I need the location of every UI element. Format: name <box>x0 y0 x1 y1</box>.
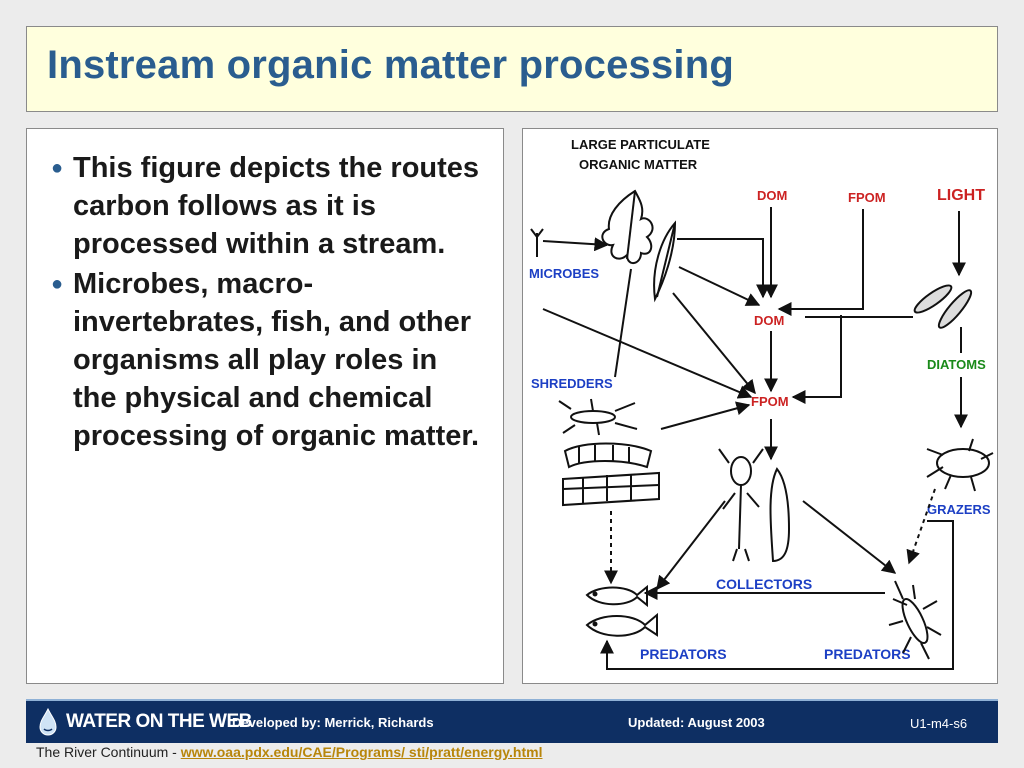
grazers-label: GRAZERS <box>927 502 991 517</box>
logo-text: WATER ON THE WEB <box>66 711 252 732</box>
dom-top-label: DOM <box>757 188 787 203</box>
shredder-insect-icon <box>558 398 660 507</box>
collectors-label: COLLECTORS <box>716 576 812 592</box>
fish-icon <box>585 584 658 637</box>
footer-bar: WATER ON THE WEB Developed by: Merrick, … <box>26 699 998 743</box>
shredders-label: SHREDDERS <box>531 376 613 391</box>
bullet-text-box: ● This figure depicts the routes carbon f… <box>26 128 504 684</box>
grazer-insect-icon <box>926 438 994 492</box>
lpom-label-line1: LARGE PARTICULATE <box>571 137 710 152</box>
source-link[interactable]: www.oaa.pdx.edu/CAE/Programs/ sti/pratt/… <box>180 744 543 760</box>
title-box: Instream organic matter processing <box>26 26 998 112</box>
bullet-text: This figure depicts the routes carbon fo… <box>73 152 480 260</box>
fpom-mid-label: FPOM <box>751 394 789 409</box>
flow-arrows <box>542 207 968 670</box>
light-label: LIGHT <box>937 187 985 204</box>
bullet-item: ● This figure depicts the routes carbon f… <box>49 149 485 263</box>
fpom-top-label: FPOM <box>848 190 886 205</box>
updated-text: Updated: August 2003 <box>628 715 765 730</box>
source-citation: The River Continuum - www.oaa.pdx.edu/CA… <box>36 744 542 760</box>
microbes-label: MICROBES <box>529 266 599 281</box>
slide-id-text: U1-m4-s6 <box>910 716 968 731</box>
water-drop-logo-icon <box>39 707 57 736</box>
diatoms-label: DIATOMS <box>927 357 986 372</box>
willow-leaf-icon <box>653 220 677 303</box>
developed-by-text: Developed by: Merrick, Richards <box>232 715 434 730</box>
predators-left-label: PREDATORS <box>640 646 727 662</box>
bullet-text: Microbes, macro-invertebrates, fish, and… <box>73 268 480 452</box>
microbe-antenna-icon <box>530 228 544 257</box>
bullet-item: ● Microbes, macro-invertebrates, fish, an… <box>49 265 485 455</box>
bullet-dot-icon: ● <box>51 273 64 295</box>
source-prefix: The River Continuum - <box>36 744 181 760</box>
figure-box: LARGE PARTICULATE ORGANIC MATTER DOM FPO… <box>522 128 998 684</box>
predators-right-label: PREDATORS <box>824 646 911 662</box>
oak-leaf-icon <box>601 189 654 264</box>
collector-insect-icon <box>718 448 791 563</box>
slide-title: Instream organic matter processing <box>47 43 735 87</box>
lpom-label-line2: ORGANIC MATTER <box>579 157 698 172</box>
bullet-dot-icon: ● <box>51 157 64 179</box>
bullet-list: ● This figure depicts the routes carbon f… <box>49 149 485 457</box>
dom-mid-label: DOM <box>754 313 784 328</box>
diatom-icon <box>913 284 973 329</box>
carbon-flow-diagram: LARGE PARTICULATE ORGANIC MATTER DOM FPO… <box>529 137 994 670</box>
predator-insect-icon <box>888 580 942 660</box>
